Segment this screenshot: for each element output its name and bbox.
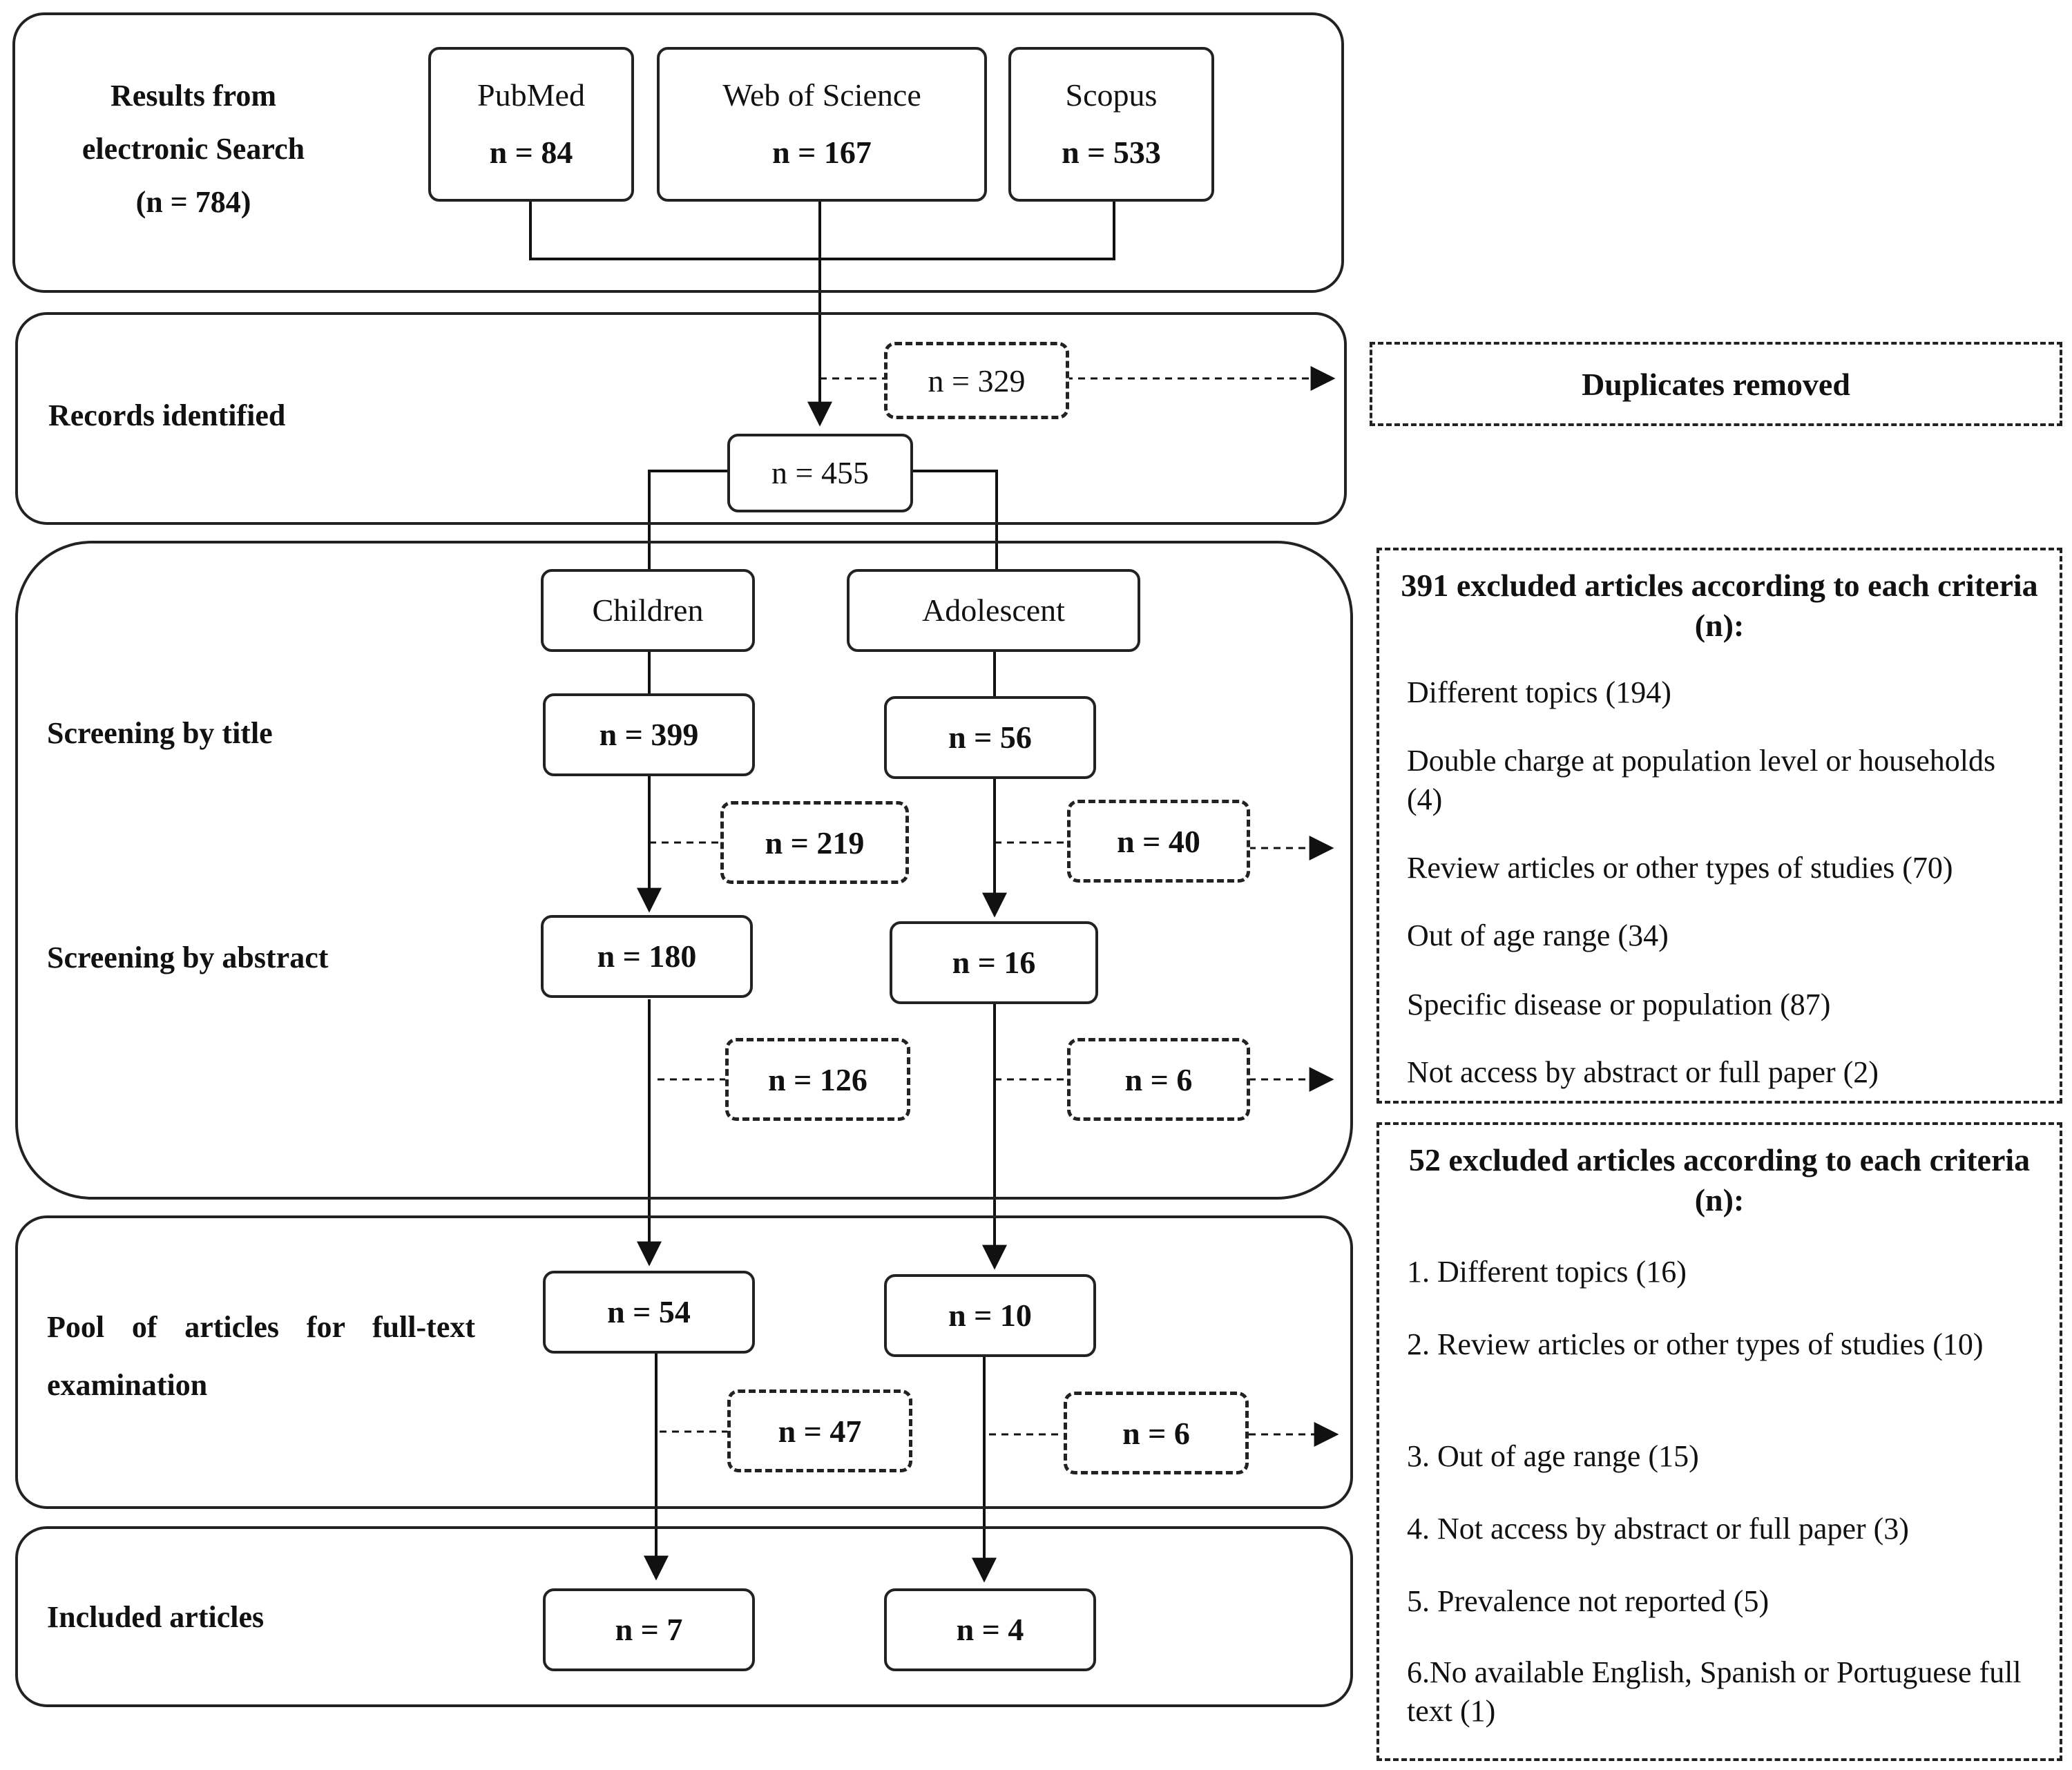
- identified-count-box: n = 455: [727, 434, 913, 512]
- adolescent-title-count: n = 56: [884, 696, 1096, 779]
- exclusions-screening-title: 391 excluded articles according to each …: [1401, 568, 2038, 643]
- exclusion-item: 4. Not access by abstract or full paper …: [1407, 1512, 1909, 1546]
- exclusion-item: 2. Review articles or other types of stu…: [1407, 1327, 1984, 1361]
- children-included-count: n = 7: [543, 1588, 755, 1671]
- sources-merge-line: [529, 193, 1115, 260]
- stage-search: [12, 12, 1344, 293]
- stage-identified: [15, 312, 1347, 525]
- stage-label-included: Included articles: [47, 1600, 265, 1634]
- children-title-count: n = 399: [543, 693, 755, 776]
- exclusions-screening-panel: 391 excluded articles according to each …: [1376, 548, 2062, 1104]
- split-adolescent-line: [910, 470, 998, 572]
- children-fulltext-count: n = 54: [543, 1271, 755, 1354]
- stage-label-fulltext: Pool of articles for full-text examinati…: [47, 1310, 475, 1402]
- exclusion-item: 3. Out of age range (15): [1407, 1439, 1699, 1473]
- adolescent-abstract-excluded: n = 6: [1067, 1038, 1250, 1121]
- children-title-excluded: n = 219: [720, 801, 909, 884]
- source-web-of-science: Web of Science n = 167: [657, 47, 987, 202]
- exclusion-item: 5. Prevalence not reported (5): [1407, 1584, 1769, 1618]
- source-count: n = 167: [772, 135, 872, 171]
- exclusions-fulltext-title: 52 excluded articles according to each c…: [1408, 1142, 2031, 1218]
- adolescent-fulltext-count: n = 10: [884, 1274, 1096, 1357]
- stage-label-title: Screening by title: [47, 716, 273, 750]
- children-fulltext-excluded: n = 47: [727, 1389, 912, 1472]
- exclusion-item: 1. Different topics (16): [1407, 1255, 1687, 1289]
- source-pubmed: PubMed n = 84: [428, 47, 634, 202]
- source-name: Web of Science: [722, 77, 921, 113]
- duplicates-removed-box: Duplicates removed: [1370, 342, 2062, 426]
- stage-fulltext: [15, 1215, 1353, 1509]
- exclusion-item: Out of age range (34): [1407, 918, 1669, 952]
- adolescent-abstract-count: n = 16: [890, 921, 1098, 1004]
- stage-label-identified: Records identified: [48, 398, 286, 432]
- exclusion-item: Specific disease or population (87): [1407, 988, 1831, 1021]
- source-count: n = 84: [489, 135, 573, 171]
- exclusion-item: Double charge at population level or hou…: [1407, 744, 1996, 817]
- split-children-line: [648, 470, 730, 572]
- source-name: Scopus: [1065, 77, 1158, 113]
- exclusion-item: 6.No available English, Spanish or Portu…: [1407, 1655, 2022, 1729]
- group-children: Children: [541, 569, 755, 652]
- adolescent-included-count: n = 4: [884, 1588, 1096, 1671]
- group-adolescent: Adolescent: [847, 569, 1140, 652]
- stage-included: [15, 1526, 1353, 1707]
- adolescent-title-excluded: n = 40: [1067, 800, 1250, 883]
- source-name: PubMed: [477, 77, 585, 113]
- adolescent-fulltext-excluded: n = 6: [1064, 1392, 1249, 1474]
- children-abstract-count: n = 180: [541, 915, 753, 998]
- stage-screening: [15, 541, 1353, 1200]
- exclusion-item: Different topics (194): [1407, 675, 1671, 709]
- exclusion-item: Review articles or other types of studie…: [1407, 851, 1953, 885]
- exclusions-fulltext-panel: 52 excluded articles according to each c…: [1376, 1122, 2062, 1761]
- stage-label-abstract: Screening by abstract: [47, 941, 329, 974]
- children-abstract-excluded: n = 126: [725, 1038, 910, 1121]
- source-count: n = 533: [1062, 135, 1161, 171]
- exclusion-item: Not access by abstract or full paper (2): [1407, 1055, 1879, 1089]
- source-scopus: Scopus n = 533: [1008, 47, 1214, 202]
- stage-label-search: Results from electronic Search (n = 784): [81, 79, 305, 219]
- duplicates-count-box: n = 329: [884, 342, 1069, 419]
